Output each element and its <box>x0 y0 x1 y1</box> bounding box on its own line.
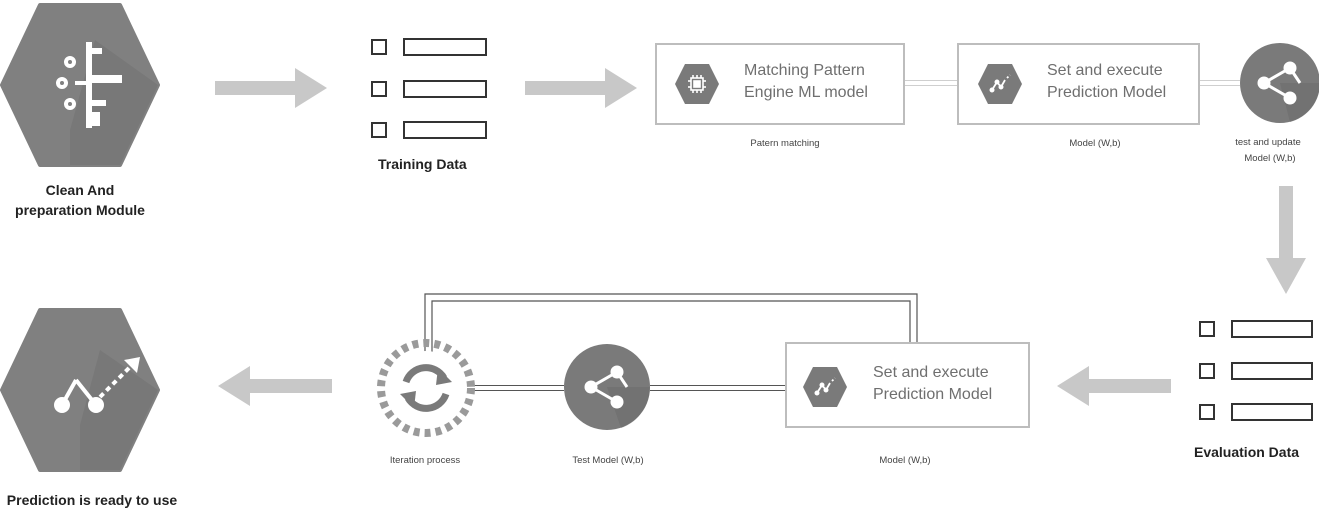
set-execute-bottom-label: Set and execute Prediction Model <box>873 364 993 403</box>
prediction-ready-hexagon-icon <box>0 308 160 472</box>
trend-chart-icon <box>803 367 847 407</box>
trend-chart-icon <box>978 64 1022 104</box>
evaluation-data-list-icon <box>1199 320 1313 421</box>
clean-module-label: Clean And preparation Module <box>15 182 145 218</box>
feedback-loop-lines <box>424 293 918 352</box>
set-execute-top-caption: Model (W,b) <box>1069 138 1121 149</box>
iteration-caption: Iteration process <box>389 455 461 466</box>
test-model-caption: Test Model (W,b) <box>572 455 644 466</box>
arrow-right-icon <box>525 68 637 108</box>
arrow-right-icon <box>215 68 327 108</box>
set-execute-top-label: Set and execute Prediction Model <box>1047 62 1167 101</box>
arrow-left-icon <box>1057 366 1171 406</box>
share-network-icon <box>564 344 651 430</box>
share-network-icon <box>1240 43 1319 123</box>
evaluation-data-label: Evaluation Data <box>1194 444 1300 460</box>
training-data-label: Training Data <box>378 156 467 172</box>
connector-line <box>1200 80 1240 86</box>
connector-line <box>650 385 785 391</box>
matching-engine-caption: Patern matching <box>750 138 820 149</box>
connector-line <box>905 80 957 86</box>
arrow-left-icon <box>218 366 332 406</box>
refresh-cycle-icon <box>377 339 475 437</box>
matching-engine-label: Matching Pattern Engine ML model <box>744 62 868 101</box>
set-execute-bottom-caption: Model (W,b) <box>879 455 931 466</box>
test-update-caption-line2: Model (W,b) <box>1244 153 1296 164</box>
prediction-ready-label: Prediction is ready to use <box>6 492 178 508</box>
connector-line <box>472 385 564 391</box>
arrow-down-icon <box>1266 186 1306 294</box>
clean-module-hexagon-icon <box>0 3 160 167</box>
chip-icon <box>675 64 719 104</box>
matching-engine-box <box>655 43 905 125</box>
training-data-list-icon <box>371 38 487 139</box>
test-update-caption-line1: test and update <box>1235 137 1301 148</box>
